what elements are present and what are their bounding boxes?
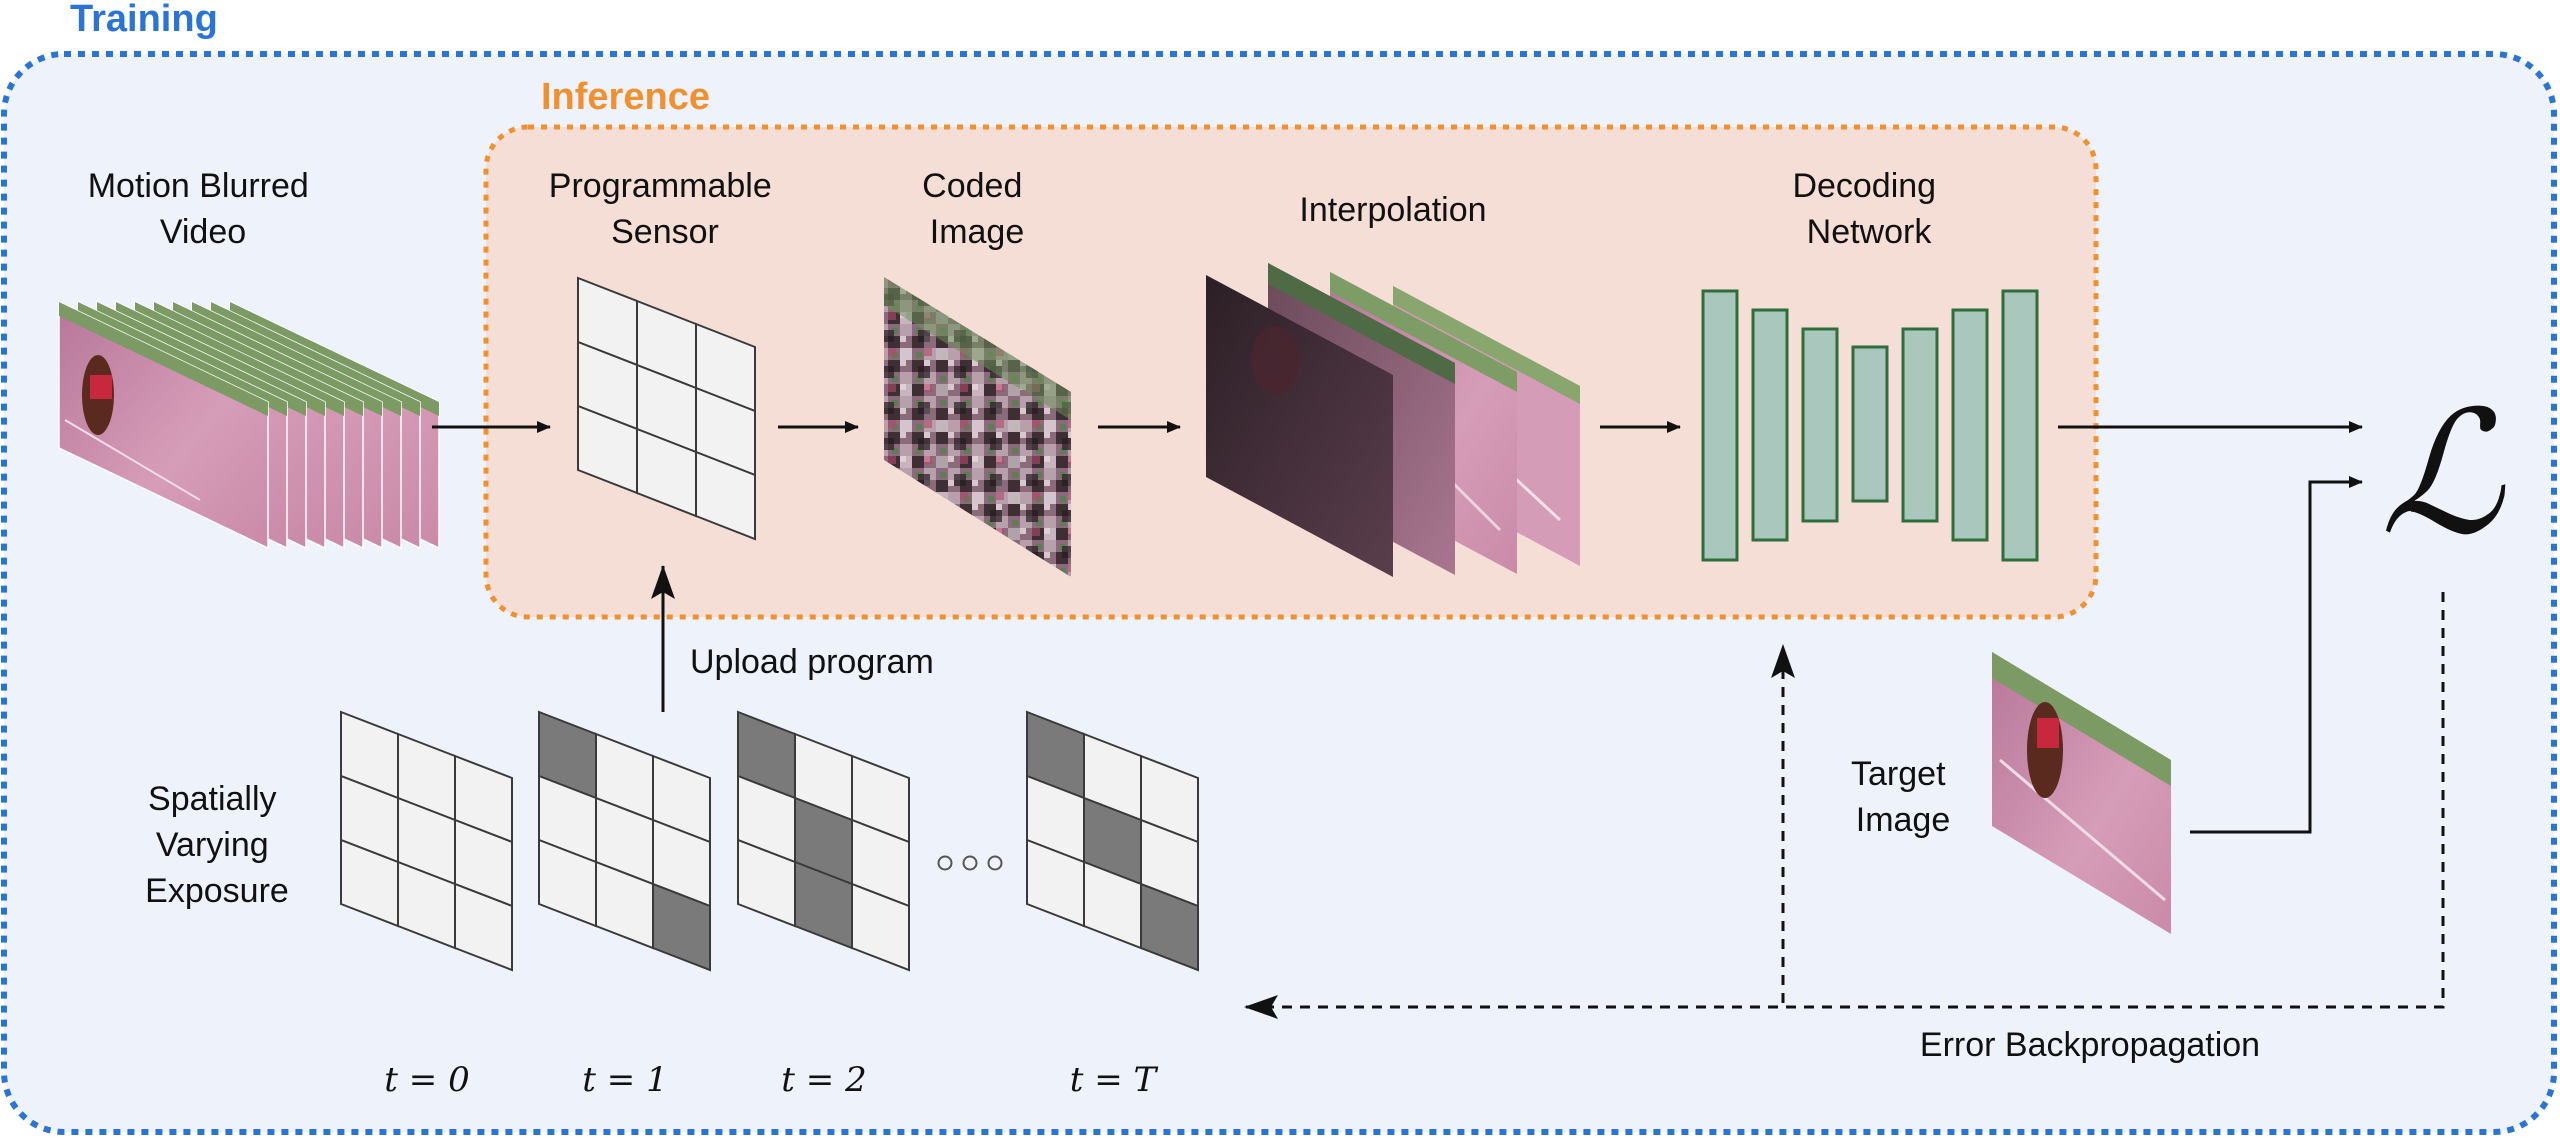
exposure-frame: t = 1 xyxy=(538,710,711,1100)
programmable-sensor-grid xyxy=(577,276,756,541)
network-layer xyxy=(2001,289,2039,562)
sensor-grid-cells xyxy=(577,276,756,541)
coded-image-label: Coded Image xyxy=(922,167,1032,251)
exposure-cell-on xyxy=(1140,882,1199,972)
exposure-time-label: t = 0 xyxy=(384,1060,469,1100)
exposure-cell-off xyxy=(454,882,513,972)
exposure-grid xyxy=(340,710,513,972)
interpolation-frames xyxy=(1206,263,1580,577)
programmable-sensor-label: Programmable Sensor xyxy=(549,167,781,251)
ellipsis xyxy=(937,855,1003,871)
motion-blurred-video-label: Motion Blurred Video xyxy=(88,167,319,251)
exposure-cell-on xyxy=(652,882,711,972)
coded-image xyxy=(884,277,1071,577)
interpolation-label: Interpolation xyxy=(1299,191,1486,229)
exposure-time-label: t = 2 xyxy=(781,1060,866,1100)
exposure-frame: t = 0 xyxy=(340,710,513,1100)
exposure-time-label: t = T xyxy=(1070,1060,1159,1100)
interpolation-frame xyxy=(1206,275,1393,577)
upload-program-label: Upload program xyxy=(690,643,934,681)
motion-blurred-video-stack xyxy=(58,300,440,550)
spatially-varying-exposure-label: Spatially Varying Exposure xyxy=(145,780,289,910)
network-layer xyxy=(1851,345,1889,503)
exposure-grid xyxy=(538,710,711,972)
runner-figure xyxy=(2027,702,2063,798)
exposure-frame: t = 2 xyxy=(737,710,910,1100)
exposure-grid xyxy=(737,710,910,972)
training-title: Training xyxy=(70,0,218,40)
exposure-time-label: t = 1 xyxy=(582,1060,667,1100)
network-layer xyxy=(1701,289,1739,562)
network-layer xyxy=(1801,327,1839,523)
network-layer xyxy=(1751,308,1789,542)
network-layer xyxy=(1901,327,1939,523)
video-frame xyxy=(58,300,269,550)
inference-title: Inference xyxy=(541,76,710,118)
exposure-cell-off xyxy=(851,882,910,972)
runner-figure xyxy=(64,355,201,501)
error-backpropagation-label: Error Backpropagation xyxy=(1920,1026,2260,1064)
target-image-label: Target Image xyxy=(1851,755,1955,839)
arrow-target-to-loss xyxy=(2190,476,2363,834)
network-layer xyxy=(1951,308,1989,542)
exposure-grid xyxy=(1026,710,1199,972)
exposure-cell-off xyxy=(695,450,756,541)
decoding-network xyxy=(1701,289,2039,562)
decoding-network-label: Decoding Network xyxy=(1792,167,1945,251)
loss-symbol: ℒ xyxy=(2380,379,2506,569)
error-backpropagation-path xyxy=(1244,592,2445,1019)
exposure-frame: t = T xyxy=(1026,710,1199,1100)
target-image xyxy=(1992,652,2171,934)
exposure-frames: t = 0 t = 1 t = 2 t = T xyxy=(340,710,1199,1100)
